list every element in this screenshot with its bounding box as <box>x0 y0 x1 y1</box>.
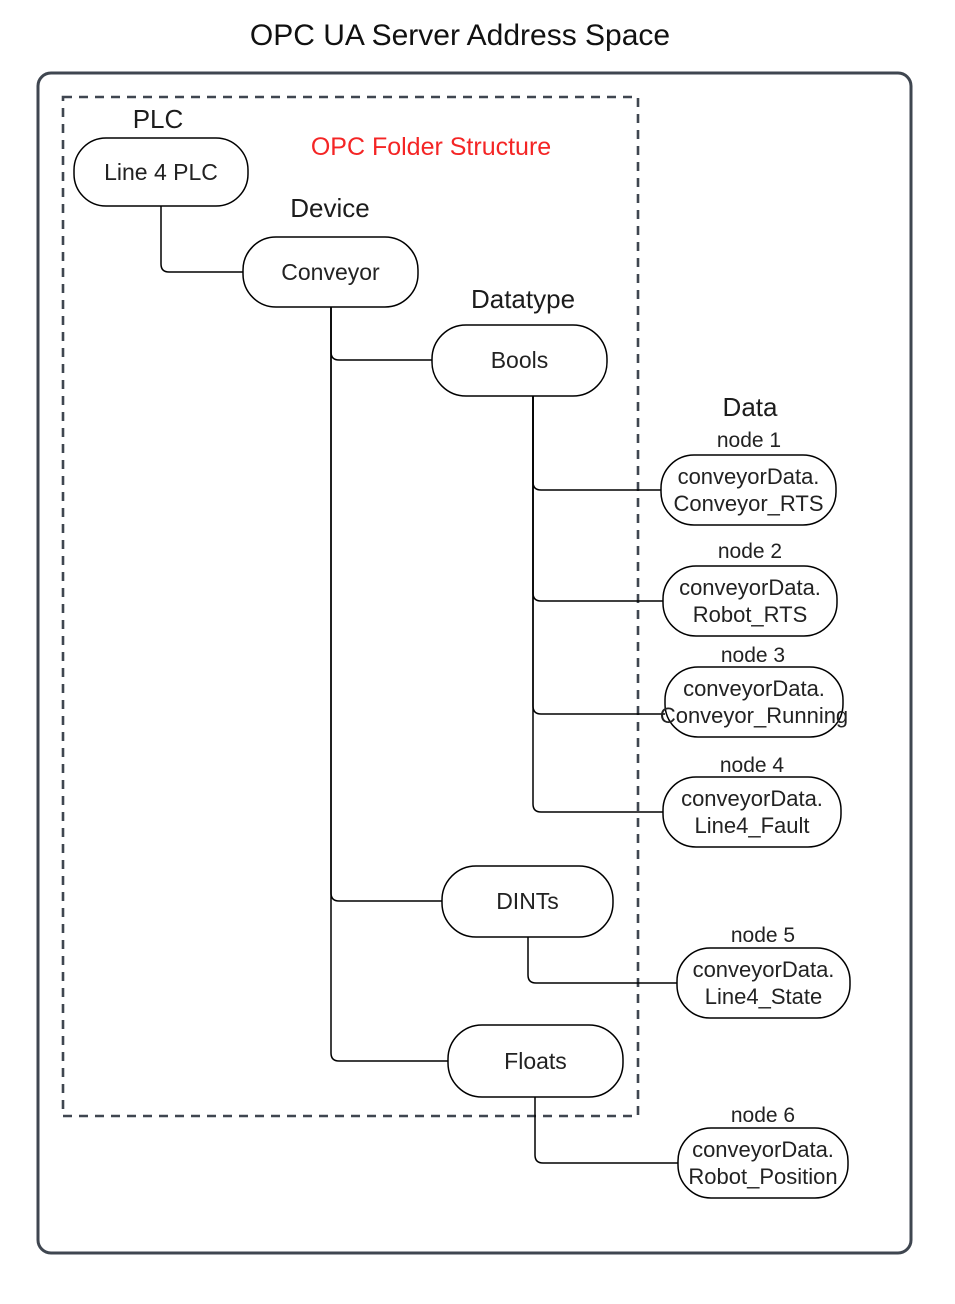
edge-bools-node3 <box>532 396 665 715</box>
node2-text: conveyorData. Robot_RTS <box>663 566 837 636</box>
node1-line2: Conveyor_RTS <box>673 491 824 516</box>
device-box-label: Conveyor <box>281 258 380 285</box>
node2-line1: conveyorData. <box>679 575 821 600</box>
node4-caption: node 4 <box>719 754 785 777</box>
node1-text: conveyorData. Conveyor_RTS <box>661 455 836 525</box>
node6-line2: Robot_Position <box>688 1164 838 1189</box>
floats-box <box>447 1024 624 1098</box>
edge-conveyor-floats <box>330 307 448 1062</box>
node5-line1: conveyorData. <box>692 957 835 982</box>
edge-bools-node1 <box>532 396 661 491</box>
folder-structure-label: OPC Folder Structure <box>310 133 552 161</box>
edge-bools-node2 <box>532 396 663 602</box>
node4-line1: conveyorData. <box>681 786 823 811</box>
page-title: OPC UA Server Address Space <box>249 19 671 52</box>
node3-line2: Conveyor_Running <box>659 703 849 728</box>
address-space-border <box>36 71 913 1255</box>
node1-line1: conveyorData. <box>677 464 820 489</box>
node3-line1: conveyorData. <box>683 676 825 701</box>
edge-bools-node4 <box>532 396 663 813</box>
node6-box <box>677 1127 849 1199</box>
node5-line2: Line4_State <box>704 984 823 1009</box>
edge-plc-conveyor <box>160 205 243 273</box>
plc-box-label: Line 4 PLC <box>104 158 218 185</box>
connectors <box>160 205 678 1164</box>
folder-structure-dashed-border <box>61 95 640 1118</box>
column-label-plc: PLC <box>132 104 184 134</box>
node6-caption: node 6 <box>730 1104 796 1127</box>
node2-caption: node 2 <box>717 540 783 563</box>
edge-conveyor-dints <box>330 307 442 902</box>
dints-box <box>441 865 614 938</box>
node4-text: conveyorData. Line4_Fault <box>663 777 841 847</box>
floats-box-label: Floats <box>504 1047 567 1074</box>
node3-text: conveyorData. Conveyor_Running <box>660 667 848 737</box>
node4-box <box>662 776 842 848</box>
bools-box <box>431 324 608 397</box>
node5-caption: node 5 <box>730 924 796 947</box>
node5-box <box>676 947 851 1019</box>
node1-box <box>660 454 837 526</box>
column-label-datatype: Datatype <box>470 284 576 314</box>
plc-box <box>73 137 249 207</box>
edge-dints-node5 <box>527 937 677 984</box>
column-label-device: Device <box>290 193 370 223</box>
node5-text: conveyorData. Line4_State <box>677 948 850 1018</box>
node4-line2: Line4_Fault <box>694 813 810 838</box>
node3-box <box>664 666 844 738</box>
node2-line2: Robot_RTS <box>692 602 808 627</box>
node6-line1: conveyorData. <box>692 1137 834 1162</box>
shapes <box>73 137 851 1199</box>
edge-conveyor-bools <box>330 307 432 361</box>
bools-box-label: Bools <box>490 347 549 373</box>
column-label-data: Data <box>722 392 778 422</box>
node6-text: conveyorData. Robot_Position <box>678 1128 848 1198</box>
node1-caption: node 1 <box>716 429 782 452</box>
node3-caption: node 3 <box>720 644 786 667</box>
dints-box-label: DINTs <box>496 888 559 914</box>
device-box <box>242 236 419 308</box>
node2-box <box>662 565 838 637</box>
edge-floats-node6 <box>534 1097 678 1164</box>
